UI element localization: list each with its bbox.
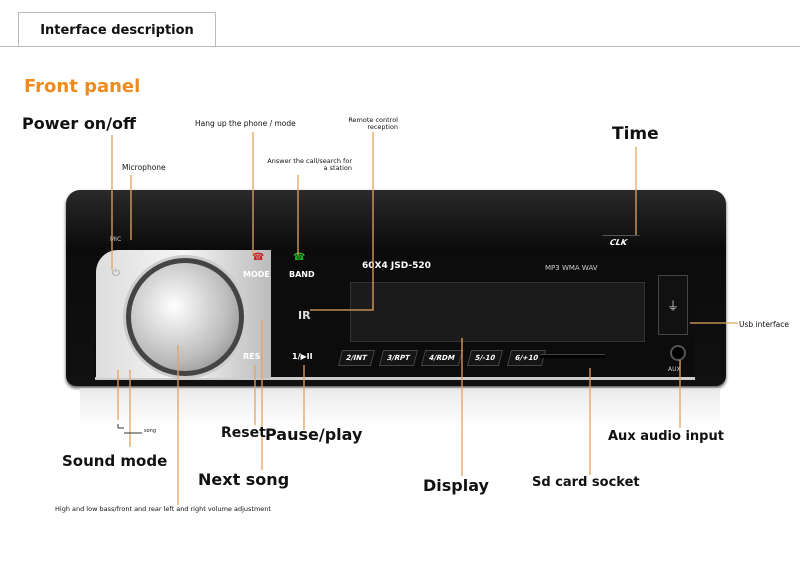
label-remote: Remote control reception <box>348 116 398 131</box>
power-icon: ⏻ <box>112 268 120 279</box>
band-button: BAND <box>289 270 315 279</box>
label-time: Time <box>612 124 659 144</box>
volume-knob <box>126 258 244 376</box>
label-aux: Aux audio input <box>608 429 724 444</box>
aux-label: AUX <box>668 366 681 373</box>
formats-label: MP3 WMA WAV <box>545 264 598 272</box>
reflection <box>80 388 720 428</box>
label-volume: High and low bass/front and rear left an… <box>55 505 271 513</box>
res-button: RES <box>243 352 261 361</box>
label-microphone: Microphone <box>122 163 166 172</box>
preset-button: 2/INT <box>337 350 375 366</box>
preset-button: 5/-10 <box>466 350 504 366</box>
label-display: Display <box>423 476 489 495</box>
play-pause-button: 1/▶II <box>292 352 313 361</box>
usb-icon: ⏚ <box>666 298 679 313</box>
preset-buttons: 2/INT 3/RPT 4/RDM 5/-10 6/+10 <box>337 350 547 366</box>
label-answer: Answer the call/search for a station <box>267 157 352 172</box>
front-panel-title: Front panel <box>24 76 141 97</box>
ir-sensor: IR <box>298 309 311 322</box>
section-header: Interface description <box>18 12 216 47</box>
usb-port: ⏚ <box>658 275 688 335</box>
label-reset: Reset <box>221 425 266 441</box>
label-next-song: Next song <box>198 470 290 489</box>
preset-button: 6/+10 <box>506 350 547 366</box>
label-song: song <box>144 428 157 434</box>
label-sound-mode: Sound mode <box>62 452 168 470</box>
preset-button: 4/RDM <box>421 350 464 366</box>
clk-button: CLK <box>597 235 640 249</box>
label-power: Power on/off <box>22 114 136 133</box>
label-sd: Sd card socket <box>532 475 640 490</box>
sd-slot <box>540 354 605 358</box>
model-label: 60X4 JSD-520 <box>362 261 431 271</box>
mode-button: MODE <box>243 270 270 279</box>
label-pause-play: Pause/play <box>265 425 363 444</box>
hangup-icon: ☎ <box>252 252 265 263</box>
mic-label: MIC <box>110 236 122 243</box>
lcd-display <box>350 282 645 342</box>
preset-button: 3/RPT <box>378 350 418 366</box>
aux-jack <box>670 345 686 361</box>
answer-icon: ☎ <box>293 252 306 263</box>
header-divider <box>0 46 800 47</box>
label-hangup: Hang up the phone / mode <box>195 119 296 128</box>
label-usb: Usb interface <box>739 320 789 329</box>
